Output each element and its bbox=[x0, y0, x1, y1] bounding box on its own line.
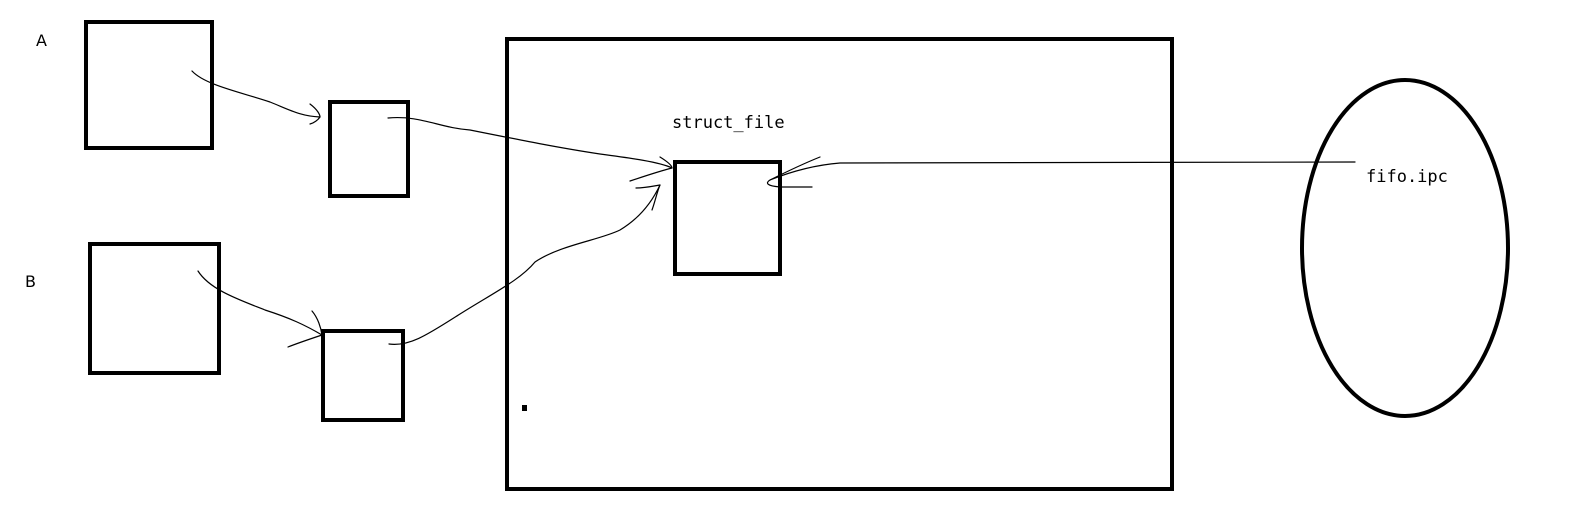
arrow-bfd-to-struct bbox=[388, 184, 661, 346]
arrow-b-to-fd bbox=[197, 270, 323, 336]
process-b-fd-box bbox=[321, 329, 405, 422]
arrow-b-head bbox=[287, 310, 323, 348]
arrow-afd-to-struct bbox=[387, 116, 673, 169]
process-b-box bbox=[88, 242, 221, 375]
label-process-a: A bbox=[36, 31, 47, 50]
fifo-ellipse bbox=[1300, 78, 1510, 418]
arrow-a-head bbox=[309, 103, 321, 125]
line-fifo-to-struct bbox=[766, 161, 1356, 188]
kernel-dot bbox=[522, 405, 527, 411]
process-a-box bbox=[84, 20, 214, 150]
label-process-b: B bbox=[25, 272, 36, 291]
arrow-a-to-fd bbox=[191, 70, 321, 118]
line-fifo-head bbox=[769, 156, 821, 181]
arrow-bfd-head bbox=[635, 184, 661, 211]
kernel-box bbox=[505, 37, 1174, 491]
struct-file-box bbox=[673, 160, 782, 276]
fifo-label: fifo.ipc bbox=[1366, 167, 1448, 187]
struct-file-label: struct_file bbox=[672, 113, 785, 133]
arrow-afd-head bbox=[629, 156, 673, 182]
process-a-fd-box bbox=[328, 100, 410, 198]
